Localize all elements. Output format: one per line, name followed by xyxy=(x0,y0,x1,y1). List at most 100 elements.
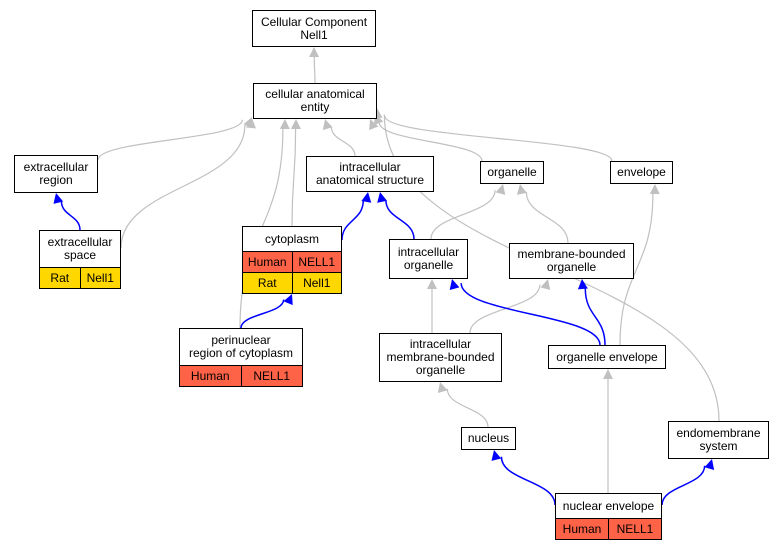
species-cell: Rat xyxy=(50,270,70,285)
edge-line xyxy=(619,193,654,346)
edge-line xyxy=(240,299,285,329)
arrow-head-icon xyxy=(516,184,527,195)
arrow-head-icon xyxy=(377,192,387,203)
node-organelle-envelope[interactable]: organelle envelope xyxy=(548,345,666,369)
node-label: envelope xyxy=(611,162,672,183)
arrow-head-icon xyxy=(290,119,301,130)
edge-membrane-bounded-organelle-to-organelle xyxy=(516,184,569,244)
arrow-head-icon xyxy=(283,294,293,306)
edge-line xyxy=(460,282,601,346)
edge-line xyxy=(60,201,81,231)
node-label-line: region xyxy=(39,173,73,187)
node-nucleus[interactable]: nucleus xyxy=(461,427,516,450)
node-label-line: Nell1 xyxy=(300,27,328,42)
node-label-line: envelope xyxy=(617,165,666,179)
node-label-line: organelle xyxy=(546,260,597,274)
edge-nuclear-envelope-to-organelle-envelope xyxy=(603,369,613,494)
node-label: cytoplasm xyxy=(243,227,341,251)
gene-cell: Nell1 xyxy=(291,273,342,293)
edge-extracellular-space-to-extracellular-region xyxy=(53,193,81,231)
gene-cell: NELL1 xyxy=(291,252,342,272)
edge-line xyxy=(341,200,364,241)
arrow-head-icon xyxy=(603,369,613,379)
node-label-line: entity xyxy=(300,100,330,114)
gene-cell: Nell1 xyxy=(79,268,121,288)
edge-organelle-envelope-to-membrane-bounded-organelle xyxy=(577,279,606,346)
arrow-head-icon xyxy=(540,279,551,290)
node-organelle[interactable]: organelle xyxy=(480,161,544,184)
edge-line xyxy=(378,122,483,162)
node-label-line: intracellular xyxy=(397,245,460,259)
node-label-line: organelle xyxy=(403,258,454,272)
edge-line xyxy=(330,126,356,157)
edge-intracellular-anatomical-structure-to-cae xyxy=(322,119,356,157)
edge-organelle-envelope-to-envelope xyxy=(619,184,660,346)
edge-extracellular-space-to-cae xyxy=(120,118,256,249)
edge-line xyxy=(120,125,246,249)
node-label-line: perinuclear xyxy=(211,333,271,347)
arrow-head-icon xyxy=(491,450,502,461)
node-label-line: extracellular xyxy=(47,235,113,249)
arrow-head-icon xyxy=(704,459,715,470)
edge-line xyxy=(661,465,706,506)
edge-line xyxy=(469,284,541,334)
edge-intracellular-membrane-bounded-organelle-to-membrane-bounded-organelle xyxy=(469,279,551,334)
arrow-head-icon xyxy=(449,279,460,290)
node-label-line: nucleus xyxy=(467,431,510,445)
node-label-line: intracellular xyxy=(409,337,472,351)
node-label: nuclear envelope xyxy=(556,494,661,518)
arrow-head-icon xyxy=(279,119,290,130)
node-label-line: organelle xyxy=(415,363,466,377)
edge-line xyxy=(446,388,489,428)
edge-cae-to-root xyxy=(309,47,320,84)
arrow-head-icon xyxy=(577,279,588,290)
species-cell: Human xyxy=(562,521,602,536)
species-cell: Rat xyxy=(257,275,277,290)
arrow-head-icon xyxy=(437,382,448,393)
edge-line xyxy=(384,115,613,162)
node-label: nucleus xyxy=(462,428,515,449)
arrow-head-icon xyxy=(495,184,506,195)
node-label-line: cytoplasm xyxy=(264,231,320,246)
edge-line xyxy=(313,56,316,84)
edge-cytoplasm-to-cae xyxy=(290,119,301,227)
node-label: organelle xyxy=(481,162,543,183)
arrow-head-icon xyxy=(322,119,333,130)
edge-organelle-to-cae xyxy=(369,119,483,162)
edge-line xyxy=(97,119,243,161)
edge-nucleus-to-intracellular-membrane-bounded-organelle xyxy=(437,382,489,428)
edge-line xyxy=(584,288,606,346)
edge-extracellular-region-to-cae xyxy=(97,117,253,161)
node-label-line: membrane-bounded xyxy=(386,350,495,364)
edge-line xyxy=(500,456,556,506)
annotation-row: Rat Nell1 xyxy=(243,272,341,293)
edge-organelle-envelope-to-intracellular-organelle xyxy=(449,279,601,346)
arrow-head-icon xyxy=(53,193,64,204)
edge-intracellular-membrane-bounded-organelle-to-intracellular-organelle xyxy=(427,279,437,334)
node-label-line: extracellular xyxy=(23,160,89,174)
node-label-line: organelle xyxy=(487,165,537,179)
edge-nuclear-envelope-to-nucleus xyxy=(491,450,556,506)
node-envelope[interactable]: envelope xyxy=(610,161,673,184)
arrow-head-icon xyxy=(427,279,437,289)
